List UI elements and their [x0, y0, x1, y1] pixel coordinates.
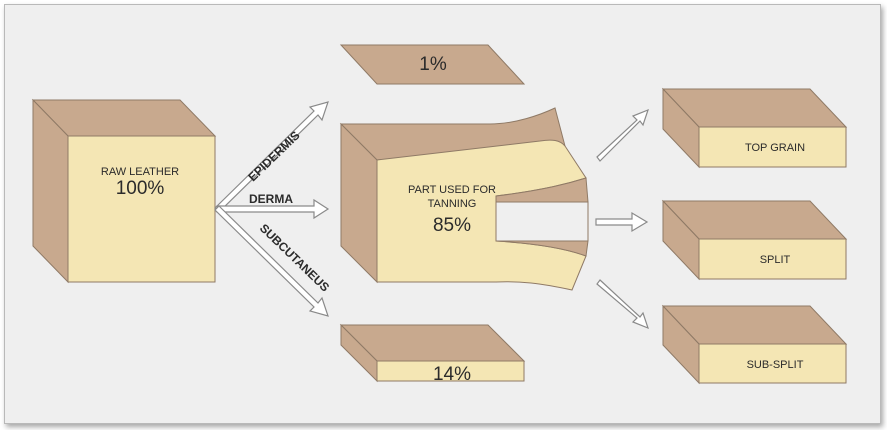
tanning-label-line1: PART USED FOR [408, 184, 496, 196]
split-arrow [595, 211, 649, 233]
sub-split-arrow [596, 279, 649, 330]
sub-split-block: SUB-SPLIT [661, 304, 848, 385]
top-grain-block: TOP GRAIN [661, 87, 848, 169]
tanning-label-line2: TANNING [428, 198, 477, 210]
branch-arrows [214, 101, 330, 317]
derma-label: DERMA [249, 192, 293, 206]
raw-leather-label: RAW LEATHER [101, 166, 179, 178]
tanning-block: PART USED FOR TANNING 85% [339, 107, 589, 291]
split-arrows [595, 108, 649, 330]
epidermis-slab: 1% [339, 44, 526, 85]
epidermis-slab-value: 1% [419, 54, 447, 75]
epidermis-label: EPIDERMIS [245, 128, 302, 184]
subcutaneus-arrow [214, 205, 329, 317]
raw-leather-cube: RAW LEATHER 100% [31, 98, 217, 284]
split-label: SPLIT [760, 254, 791, 266]
raw-leather-value: 100% [116, 178, 165, 199]
top-grain-label: TOP GRAIN [745, 142, 805, 154]
split-block: SPLIT [661, 199, 848, 281]
sub-split-label: SUB-SPLIT [747, 359, 804, 371]
tanning-value: 85% [433, 215, 471, 236]
subcutaneus-slab: 14% [339, 323, 526, 385]
subcutaneus-slab-value: 14% [433, 364, 471, 385]
top-grain-arrow [596, 108, 649, 162]
derma-arrow [216, 198, 330, 220]
epidermis-arrow [214, 101, 329, 213]
